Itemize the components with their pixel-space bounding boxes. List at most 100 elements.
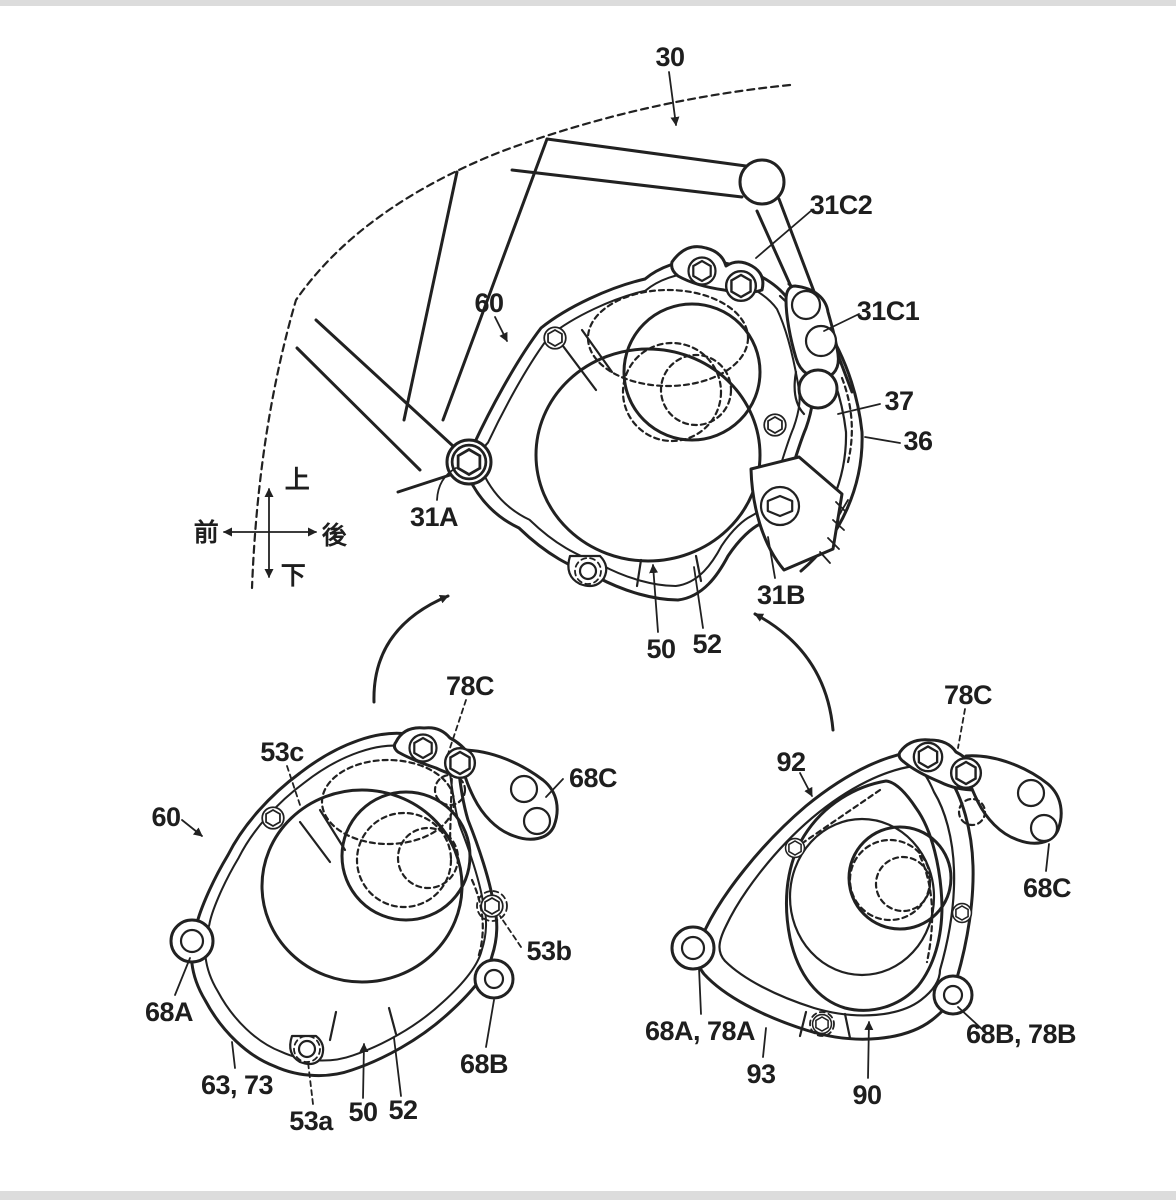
- scan-edge-bottom: [0, 1191, 1176, 1200]
- boss-68b: [473, 958, 515, 1000]
- callout-68a-78a: 68A, 78A: [645, 1016, 755, 1046]
- cowl-outline-dashed-arc: [250, 83, 792, 590]
- callout-78c-left: 78C: [446, 671, 494, 701]
- cover-90: [784, 779, 953, 1040]
- leader-31c1: [823, 313, 860, 332]
- leader-31a: [436, 467, 457, 501]
- leader-37: [837, 403, 881, 415]
- callout-30: 30: [655, 42, 684, 72]
- leader-31b: [767, 536, 776, 579]
- bracket-31b: [749, 455, 847, 572]
- leader-68a-78a: [698, 967, 702, 1015]
- right-subassembly-view: [670, 738, 1063, 1041]
- hex-bolt: [763, 413, 787, 437]
- callout-60-left: 60: [151, 802, 180, 832]
- callout-50-left: 50: [348, 1097, 377, 1127]
- callout-53a: 53a: [289, 1106, 334, 1136]
- engine-cover-interior: [534, 288, 853, 588]
- leader-30: [668, 71, 680, 126]
- leader-68b-left: [485, 999, 495, 1048]
- compass-front-label: 前: [194, 518, 219, 547]
- boss-68b-78b: [932, 974, 974, 1016]
- callout-labels: 30 31C2 31C1 37 36 60 31A 31B 50 52 78C …: [145, 42, 1077, 1136]
- callout-31c1: 31C1: [857, 296, 920, 326]
- hex-bolt: [408, 733, 438, 763]
- callout-52-left: 52: [388, 1095, 417, 1125]
- leader-68a-left: [174, 957, 191, 996]
- leader-50-top: [649, 564, 659, 633]
- callout-63-73: 63, 73: [201, 1070, 274, 1100]
- leader-68c-right: [1045, 843, 1050, 872]
- hex-bolt: [949, 756, 983, 790]
- hex-bolt-53c: [261, 806, 285, 830]
- leader-60-left: [181, 819, 203, 837]
- hex-bolt: [543, 326, 567, 350]
- cover-inner-rim: [204, 744, 488, 1062]
- hex-bolt: [687, 256, 717, 286]
- bracket-68c: [460, 748, 559, 841]
- assembly-arrow-left: [372, 594, 450, 704]
- bracket-31c1: [784, 284, 840, 380]
- engine-cover-outline: [464, 258, 815, 602]
- leader-92: [799, 772, 813, 797]
- callout-68a-left: 68A: [145, 997, 193, 1027]
- callout-68b-left: 68B: [460, 1049, 508, 1079]
- callout-68b-78b: 68B, 78B: [966, 1019, 1076, 1049]
- leader-78c-right: [957, 708, 966, 749]
- leader-31c2: [755, 209, 813, 259]
- callout-31a: 31A: [410, 502, 458, 532]
- callout-93: 93: [746, 1059, 776, 1089]
- leader-78c-left: [447, 699, 467, 755]
- leader-68b-78b: [957, 1006, 984, 1031]
- assembled-view: [250, 83, 864, 602]
- compass-rear-label: 後: [322, 522, 348, 550]
- leader-52-left: [393, 1037, 402, 1097]
- hex-bolt: [443, 746, 477, 780]
- tab-53a: [289, 1034, 325, 1066]
- callout-90: 90: [852, 1080, 881, 1110]
- callout-60-top: 60: [474, 288, 503, 318]
- leader-68c-left: [545, 778, 564, 798]
- callout-leaders: [174, 71, 1050, 1105]
- callout-50-top: 50: [646, 634, 675, 664]
- leader-63-73: [231, 1041, 236, 1069]
- engine-cover-inner-rim: [479, 272, 801, 588]
- hex-53b: [476, 890, 508, 922]
- callout-31b: 31B: [757, 580, 805, 610]
- frame-pivot-circle: [738, 158, 786, 206]
- boss-68a-78a: [670, 925, 716, 971]
- hex-bolt: [912, 741, 944, 773]
- cover-interior: [260, 758, 484, 1042]
- callout-31c2: 31C2: [810, 190, 873, 220]
- leader-50-left: [359, 1043, 369, 1099]
- leader-53b: [499, 915, 522, 948]
- roller-37: [793, 368, 839, 416]
- callout-68c-right: 68C: [1023, 873, 1071, 903]
- callout-68c-left: 68C: [569, 763, 617, 793]
- scan-edge-top: [0, 0, 1176, 6]
- bolt-31a: [445, 438, 493, 486]
- leader-53c: [286, 765, 301, 806]
- left-subassembly-view: [169, 726, 559, 1078]
- hex-bolt: [724, 269, 758, 303]
- callout-78c-right: 78C: [944, 680, 992, 710]
- tab-bottom: [809, 1011, 835, 1037]
- callout-92: 92: [776, 747, 805, 777]
- callout-37: 37: [884, 386, 913, 416]
- compass-down-label: 下: [281, 562, 306, 590]
- compass-up-label: 上: [285, 466, 310, 494]
- callout-52-top: 52: [692, 629, 721, 659]
- hidden-hex-dashed: [957, 797, 987, 827]
- leader-90: [864, 1021, 874, 1079]
- callout-36: 36: [903, 426, 933, 456]
- leader-93: [762, 1027, 767, 1058]
- orientation-compass: 上 下 前 後: [194, 466, 349, 590]
- leader-52-top: [693, 566, 704, 629]
- frame-triangle-92: [696, 749, 975, 1041]
- hex-bolt: [784, 837, 806, 859]
- leader-53a: [307, 1061, 314, 1105]
- leader-60-top: [494, 316, 508, 342]
- callout-53b: 53b: [526, 936, 571, 966]
